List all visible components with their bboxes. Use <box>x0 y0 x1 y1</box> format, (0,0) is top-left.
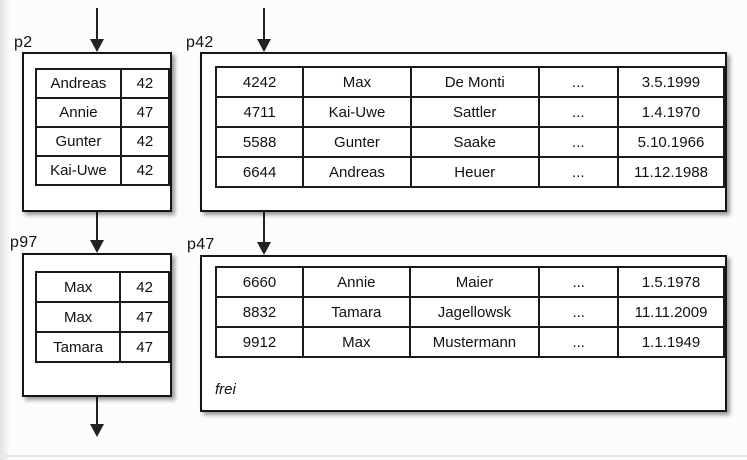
cell-date: 3.5.1999 <box>616 66 726 98</box>
cell-ellipsis: ... <box>537 96 619 128</box>
cell-id: 5588 <box>214 126 305 158</box>
arrow-out-of-p97 <box>90 397 104 437</box>
cell-key: Andreas <box>35 68 122 99</box>
table-row: Max 42 <box>34 271 170 303</box>
arrow-shaft <box>96 212 98 240</box>
table-row: Kai-Uwe 42 <box>35 155 171 186</box>
cell-id: 8832 <box>215 296 304 328</box>
cell-date: 11.12.1988 <box>616 156 726 188</box>
page-box-p2: Andreas 42 Annie 47 Gunter 42 Kai-Uwe 42 <box>22 52 172 212</box>
page-box-p47: 6660 Annie Maier ... 1.5.1978 8832 Tamar… <box>200 255 727 412</box>
arrow-into-p42 <box>257 8 271 52</box>
cell-date: 1.4.1970 <box>616 96 726 128</box>
cell-key: Kai-Uwe <box>35 155 122 186</box>
arrow-into-p2 <box>90 8 104 52</box>
cell-value: 47 <box>119 301 170 333</box>
cell-value: 42 <box>119 271 170 303</box>
table-row: Max 47 <box>34 301 170 333</box>
cell-value: 42 <box>119 126 171 157</box>
cell-lastname: De Monti <box>409 66 540 98</box>
cell-date: 11.11.2009 <box>617 296 725 328</box>
cell-date: 1.5.1978 <box>617 266 725 298</box>
cell-lastname: Jagellowsk <box>408 296 541 328</box>
arrow-head-icon <box>90 39 104 52</box>
cell-firstname: Max <box>302 66 412 98</box>
cell-firstname: Max <box>301 326 411 358</box>
table-row: 9912 Max Mustermann ... 1.1.1949 <box>215 326 725 358</box>
cell-lastname: Sattler <box>409 96 540 128</box>
cell-key: Annie <box>35 97 122 128</box>
arrow-shaft <box>263 8 265 39</box>
cell-date: 5.10.1966 <box>616 126 726 158</box>
page-left-edge <box>0 0 10 460</box>
cell-lastname: Heuer <box>409 156 540 188</box>
table-row: Gunter 42 <box>35 126 171 157</box>
cell-id: 4242 <box>214 66 305 98</box>
page-label-p97: p97 <box>10 234 38 251</box>
page-box-p42: 4242 Max De Monti ... 3.5.1999 4711 Kai-… <box>200 52 727 212</box>
free-space-note: frei <box>215 381 236 398</box>
cell-key: Max <box>34 271 122 303</box>
cell-firstname: Andreas <box>302 156 412 188</box>
cell-date: 1.1.1949 <box>617 326 725 358</box>
table-row: 6660 Annie Maier ... 1.5.1978 <box>215 266 725 298</box>
table-row: Tamara 47 <box>34 331 170 363</box>
cell-ellipsis: ... <box>538 326 620 358</box>
page-label-p47: p47 <box>187 236 215 253</box>
arrow-shaft <box>96 397 98 424</box>
cell-ellipsis: ... <box>537 156 619 188</box>
table-row: 4711 Kai-Uwe Sattler ... 1.4.1970 <box>214 96 726 128</box>
arrow-head-icon <box>90 424 104 437</box>
cell-id: 6660 <box>215 266 304 298</box>
cell-value: 47 <box>119 97 171 128</box>
cell-ellipsis: ... <box>538 266 620 298</box>
cell-firstname: Tamara <box>301 296 411 328</box>
arrow-shaft <box>96 8 98 39</box>
cell-ellipsis: ... <box>537 126 619 158</box>
page-label-p2: p2 <box>14 34 33 51</box>
cell-id: 4711 <box>214 96 305 128</box>
cell-firstname: Kai-Uwe <box>302 96 412 128</box>
cell-lastname: Saake <box>409 126 540 158</box>
table-row: 8832 Tamara Jagellowsk ... 11.11.2009 <box>215 296 725 328</box>
cell-ellipsis: ... <box>538 296 620 328</box>
arrow-head-icon <box>257 242 271 255</box>
table-row: Andreas 42 <box>35 68 171 99</box>
arrow-p42-to-p47 <box>257 212 271 255</box>
cell-firstname: Gunter <box>302 126 412 158</box>
cell-value: 42 <box>119 68 171 99</box>
cell-key: Max <box>34 301 122 333</box>
cell-lastname: Maier <box>408 266 541 298</box>
cell-id: 9912 <box>215 326 304 358</box>
cell-id: 6644 <box>214 156 305 188</box>
cell-key: Tamara <box>34 331 122 363</box>
page-box-p97: Max 42 Max 47 Tamara 47 <box>22 253 172 397</box>
arrow-head-icon <box>257 39 271 52</box>
p47-table: 6660 Annie Maier ... 1.5.1978 8832 Tamar… <box>215 266 725 358</box>
cell-firstname: Annie <box>301 266 411 298</box>
table-row: 6644 Andreas Heuer ... 11.12.1988 <box>214 156 726 188</box>
page-bottom-edge <box>0 455 747 457</box>
p97-table: Max 42 Max 47 Tamara 47 <box>34 271 170 363</box>
arrow-head-icon <box>90 240 104 253</box>
p42-table: 4242 Max De Monti ... 3.5.1999 4711 Kai-… <box>214 66 726 188</box>
page-label-p42: p42 <box>186 34 214 51</box>
cell-value: 47 <box>119 331 170 363</box>
cell-key: Gunter <box>35 126 122 157</box>
p2-table: Andreas 42 Annie 47 Gunter 42 Kai-Uwe 42 <box>35 68 171 186</box>
cell-ellipsis: ... <box>537 66 619 98</box>
cell-value: 42 <box>119 155 171 186</box>
table-row: 4242 Max De Monti ... 3.5.1999 <box>214 66 726 98</box>
table-row: Annie 47 <box>35 97 171 128</box>
arrow-p2-to-p97 <box>90 212 104 253</box>
table-row: 5588 Gunter Saake ... 5.10.1966 <box>214 126 726 158</box>
cell-lastname: Mustermann <box>408 326 541 358</box>
arrow-shaft <box>263 212 265 242</box>
